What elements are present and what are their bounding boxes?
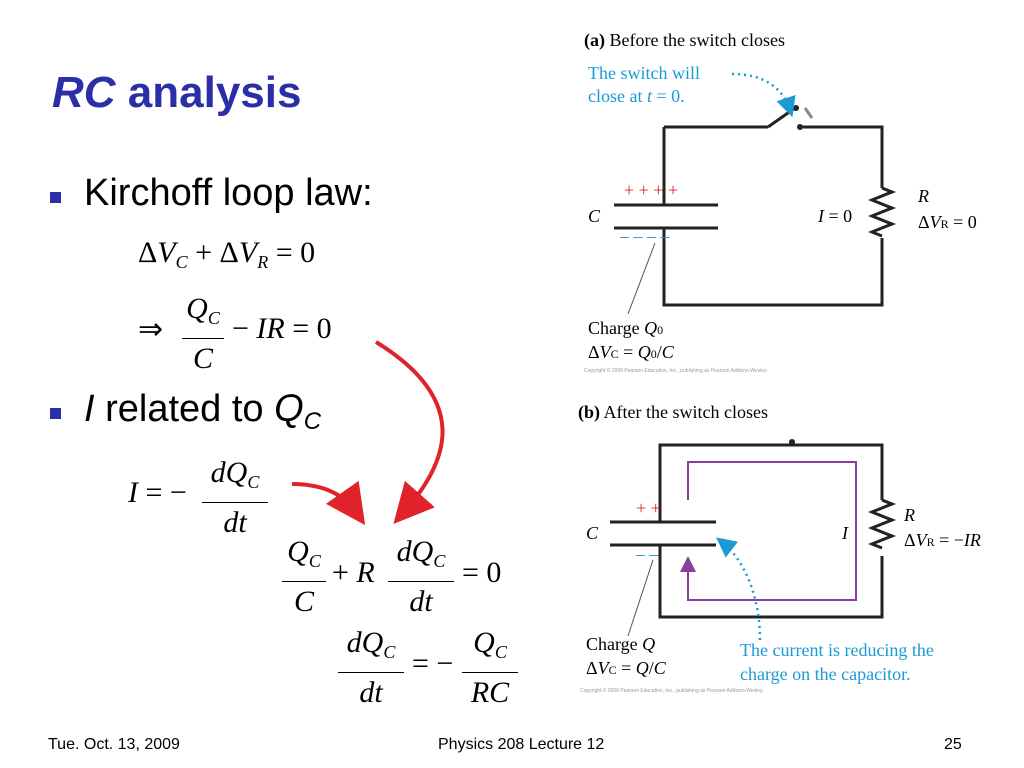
equation-loop: ΔVC + ΔVR = 0 xyxy=(138,236,316,272)
equation-i-lhs: I = − xyxy=(128,476,187,509)
title-italic: RC xyxy=(52,68,116,117)
fig-b-dvc: ΔVC = Q/C xyxy=(586,658,666,678)
frac-num: QC xyxy=(186,292,220,328)
slide-title: RC analysis xyxy=(52,68,301,118)
fig-b-copyright: Copyright © 2008 Pearson Education, Inc.… xyxy=(580,688,764,694)
fig-a-i-label: I = 0 xyxy=(818,206,853,226)
fig-a-minus-charges: – – – – xyxy=(620,226,670,246)
fig-a-caption: (a) Before the switch closes xyxy=(584,30,785,50)
fig-b-r-label: R xyxy=(904,505,915,525)
fig-b-c-label: C xyxy=(586,523,599,543)
equation-plus-r: + R xyxy=(332,556,375,589)
equation-eq-minus: = − xyxy=(412,647,454,680)
fig-b-plus-charges: + + xyxy=(636,498,661,518)
slide-number: 25 xyxy=(944,736,962,753)
footer-date: Tue. Oct. 13, 2009 xyxy=(48,736,180,753)
fig-b-i-label: I xyxy=(842,523,848,543)
fig-a-c-label: C xyxy=(588,206,601,226)
fig-b-charge: Charge Q xyxy=(586,634,656,654)
bullet-marker-1 xyxy=(50,192,61,203)
title-rest: analysis xyxy=(115,68,302,117)
equation-ir: − IR = 0 xyxy=(232,312,332,345)
fig-b-note-l1: The current is reducing the xyxy=(740,640,934,660)
fig-a-r-label: R xyxy=(918,186,929,206)
equation-eq-zero: = 0 xyxy=(462,556,502,589)
fig-a-note-l1: The switch will xyxy=(588,63,700,83)
blue-arrow-switch xyxy=(731,72,796,118)
bullet-marker-2 xyxy=(50,408,61,419)
fig-b-minus-charges: – – xyxy=(636,544,659,564)
fig-b-caption: (b) After the switch closes xyxy=(578,402,768,422)
red-arrow-curve-short xyxy=(291,480,366,526)
fig-a-charge: Charge Q0 xyxy=(588,318,664,338)
bullet-i-related: I related to QC xyxy=(84,388,322,435)
circuit-a xyxy=(662,106,897,307)
fig-a-copyright: Copyright © 2008 Pearson Education, Inc.… xyxy=(584,368,768,374)
footer-course: Physics 208 Lecture 12 xyxy=(438,736,605,753)
fig-a-dvc: ΔVC = Q0/C xyxy=(588,342,674,362)
red-arrow-curve-long xyxy=(374,340,445,524)
fig-a-dvr: ΔVR = 0 xyxy=(918,212,977,232)
current-loop-purple xyxy=(680,461,857,601)
fig-a-plus-charges: + + + + xyxy=(624,180,679,200)
blue-arrow-current xyxy=(716,537,762,641)
circuit-b xyxy=(658,443,897,619)
equation-arrow: ⇒ xyxy=(138,313,164,346)
fig-a-note-l2: close at t = 0. xyxy=(588,86,685,106)
fig-b-note-l2: charge on the capacitor. xyxy=(740,664,911,684)
bullet-kirchoff: Kirchoff loop law: xyxy=(84,172,373,214)
fig-b-dvr: ΔVR = −IR xyxy=(904,530,981,550)
